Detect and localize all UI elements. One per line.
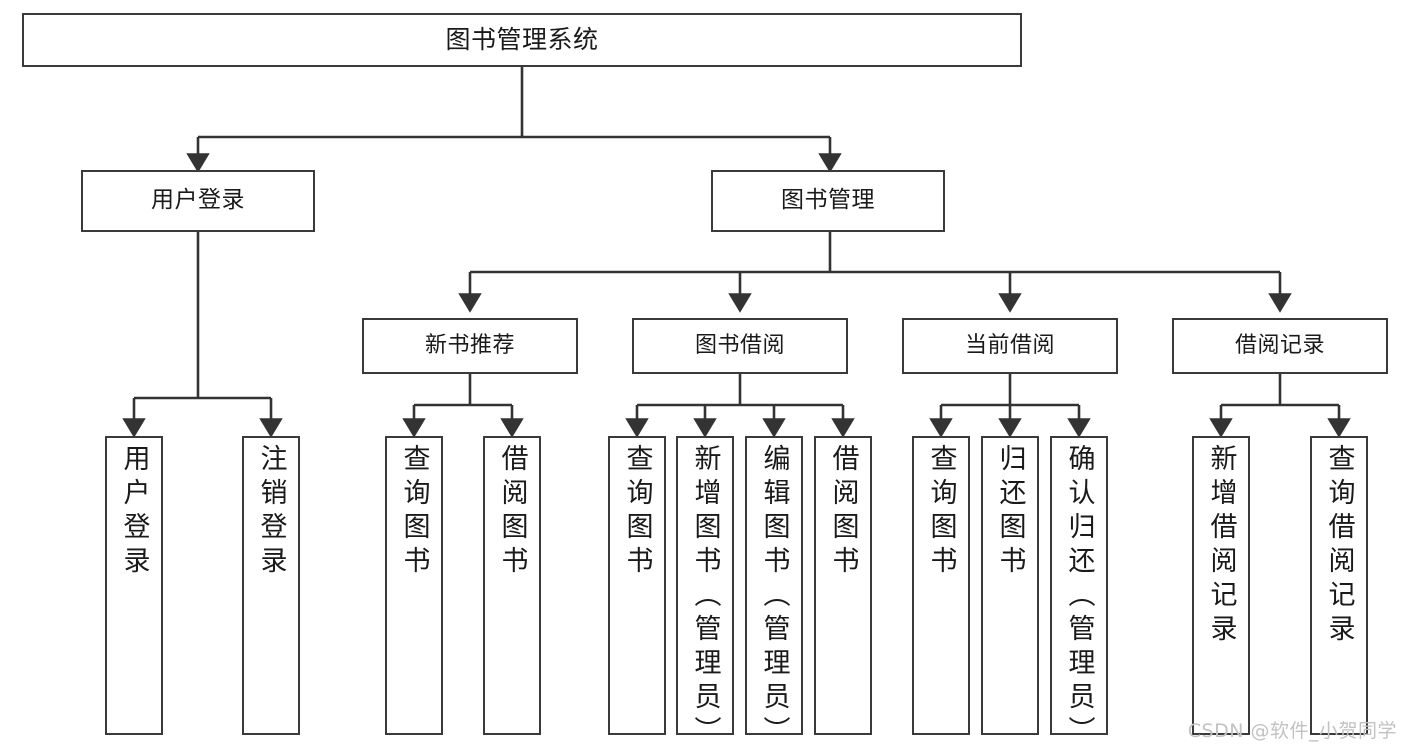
leaf-new-book-query[interactable]: 查询图书: [385, 436, 443, 735]
node-book-management[interactable]: 图书管理: [711, 170, 945, 232]
node-book-borrow[interactable]: 图书借阅: [632, 318, 848, 374]
leaf-current-borrow-query[interactable]: 查询图书: [912, 436, 970, 735]
node-borrow-record[interactable]: 借阅记录: [1172, 318, 1388, 374]
node-label: 查询图书: [621, 444, 653, 580]
csdn-watermark: CSDN @软件_小贺同学: [1187, 720, 1397, 742]
leaf-current-borrow-return[interactable]: 归还图书: [981, 436, 1039, 735]
node-label: 查询借阅记录: [1323, 444, 1355, 648]
node-current-borrow[interactable]: 当前借阅: [902, 318, 1118, 374]
node-user-login[interactable]: 用户登录: [81, 170, 315, 232]
leaf-current-borrow-confirm-return[interactable]: 确认归还（管理员）: [1050, 436, 1108, 750]
node-label: 用户登录: [151, 187, 245, 214]
node-root-system[interactable]: 图书管理系统: [22, 13, 1022, 67]
node-label: 借阅记录: [1234, 332, 1325, 358]
node-label: 编辑图书（管理员）: [758, 444, 790, 750]
leaf-borrow-record-query[interactable]: 查询借阅记录: [1310, 436, 1368, 735]
node-label: 新增借阅记录: [1205, 444, 1237, 648]
node-label: 图书管理系统: [445, 25, 599, 54]
leaf-user-login-login[interactable]: 用户登录: [105, 436, 163, 735]
leaf-book-borrow-query[interactable]: 查询图书: [608, 436, 666, 735]
node-label: 查询图书: [925, 444, 957, 580]
node-label: 查询图书: [398, 444, 430, 580]
node-label: 图书管理: [781, 187, 875, 214]
node-label: 用户登录: [118, 444, 150, 580]
node-label: 借阅图书: [496, 444, 528, 580]
node-label: 注销登录: [255, 444, 287, 580]
node-label: 借阅图书: [827, 444, 859, 580]
node-label: 归还图书: [994, 444, 1026, 580]
leaf-new-book-borrow[interactable]: 借阅图书: [483, 436, 541, 735]
leaf-user-login-logout[interactable]: 注销登录: [242, 436, 300, 735]
node-new-book-recommend[interactable]: 新书推荐: [362, 318, 578, 374]
leaf-borrow-record-add[interactable]: 新增借阅记录: [1192, 436, 1250, 735]
node-label: 当前借阅: [964, 332, 1055, 358]
leaf-book-borrow-edit[interactable]: 编辑图书（管理员）: [745, 436, 803, 750]
node-label: 新增图书（管理员）: [689, 444, 721, 750]
leaf-book-borrow-add[interactable]: 新增图书（管理员）: [676, 436, 734, 750]
node-label: 图书借阅: [694, 332, 785, 358]
node-label: 确认归还（管理员）: [1063, 444, 1095, 750]
leaf-book-borrow-borrow[interactable]: 借阅图书: [814, 436, 872, 735]
node-label: 新书推荐: [424, 332, 515, 358]
